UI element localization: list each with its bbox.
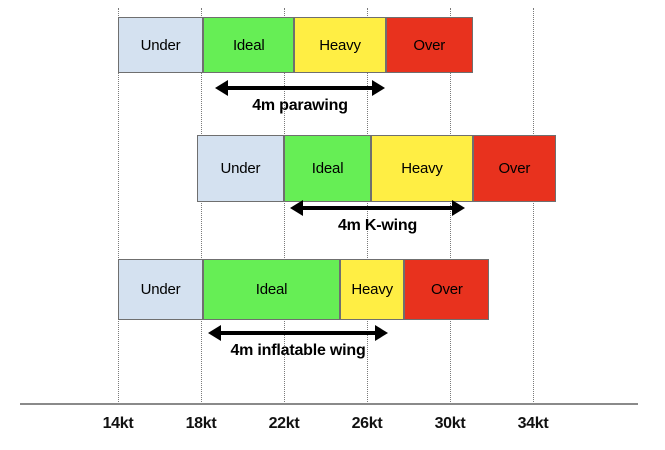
range-marker: 4m inflatable wing <box>208 325 388 365</box>
bar-segment-over: Over <box>385 17 473 73</box>
range-marker-label: 4m K-wing <box>337 217 418 234</box>
bar-segment-label: Ideal <box>311 160 344 177</box>
x-tick-label-26kt: 26kt <box>351 415 383 432</box>
bar-segment-over: Over <box>472 135 556 202</box>
gridline-18kt <box>201 8 202 404</box>
bar-segment-label: Heavy <box>401 160 443 177</box>
x-tick-label-14kt: 14kt <box>102 415 134 432</box>
x-tick-label-30kt: 30kt <box>434 415 466 432</box>
arrow-left-icon <box>208 325 221 341</box>
bar-segment-label: Ideal <box>255 281 288 298</box>
bar-segment-over: Over <box>404 259 490 320</box>
bar-segment-label: Ideal <box>232 36 265 54</box>
bar-segment-label: Over <box>431 281 463 298</box>
bar-segment-label: Heavy <box>319 36 361 54</box>
bar-segment-under: Under <box>196 135 284 202</box>
gridline-34kt <box>533 8 534 404</box>
gridline-14kt <box>118 8 119 404</box>
bar-segment-heavy: Heavy <box>340 259 405 320</box>
bar-segment-ideal: Ideal <box>203 259 340 320</box>
arrow-right-icon <box>375 325 388 341</box>
x-axis-line <box>20 403 638 405</box>
bar-segment-label: Over <box>413 36 446 54</box>
x-tick-label-18kt: 18kt <box>185 415 217 432</box>
bar-segment-label: Under <box>220 160 261 177</box>
bar-segment-label: Under <box>140 36 181 54</box>
range-marker-label: 4m parawing <box>252 97 348 114</box>
arrow-right-icon <box>452 200 465 216</box>
range-marker-label: 4m inflatable wing <box>230 342 366 359</box>
range-marker: 4m K-wing <box>290 200 465 240</box>
x-tick-label-34kt: 34kt <box>517 415 549 432</box>
bar-segment-label: Heavy <box>351 281 393 298</box>
bar-row: Under Ideal Heavy Over <box>0 135 665 202</box>
bar-segment-heavy: Heavy <box>371 135 473 202</box>
arrow-shaft <box>225 86 375 90</box>
bar-row: Under Ideal Heavy Over <box>0 259 665 320</box>
bar-segment-under: Under <box>118 259 204 320</box>
bar-segment-label: Under <box>140 281 181 298</box>
bar-segment-heavy: Heavy <box>294 17 386 73</box>
arrow-shaft <box>218 331 378 335</box>
gridline-22kt <box>284 8 285 404</box>
range-marker: 4m parawing <box>215 80 385 120</box>
arrow-shaft <box>300 206 455 210</box>
arrow-left-icon <box>290 200 303 216</box>
arrow-left-icon <box>215 80 228 96</box>
bar-segment-ideal: Ideal <box>203 17 295 73</box>
x-tick-label-22kt: 22kt <box>268 415 300 432</box>
arrow-right-icon <box>372 80 385 96</box>
bar-segment-label: Over <box>498 160 531 177</box>
bar-segment-ideal: Ideal <box>284 135 372 202</box>
bar-segment-under: Under <box>118 17 204 73</box>
bar-row: Under Ideal Heavy Over <box>0 17 665 73</box>
